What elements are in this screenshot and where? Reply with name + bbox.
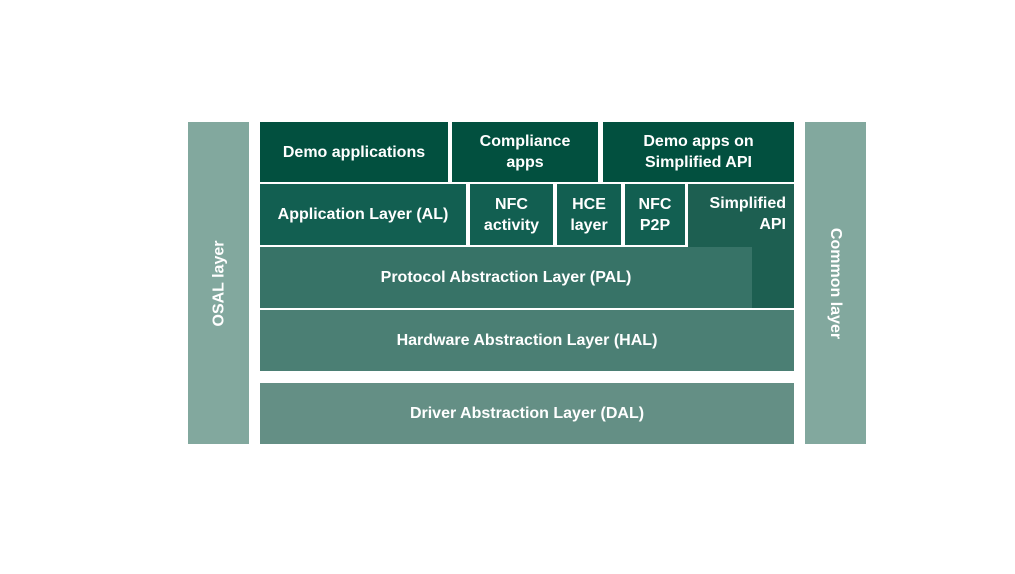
osal-layer-label: OSAL layer [210, 240, 227, 326]
protocol-abstraction-layer-label: Protocol Abstraction Layer (PAL) [380, 269, 632, 286]
driver-abstraction-layer-label: Driver Abstraction Layer (DAL) [409, 405, 645, 422]
demo-apps-simplified-api-label: Demo apps on Simplified API [643, 133, 754, 171]
nfc-p2p-label: NFC P2P [638, 195, 672, 234]
osal-layer-block: OSAL layer [188, 122, 249, 444]
common-layer-block: Common layer [805, 122, 866, 444]
hce-layer-label: HCE layer [570, 195, 608, 234]
hardware-abstraction-layer-label: Hardware Abstraction Layer (HAL) [396, 332, 658, 349]
simplified-api-label: Simplified API [709, 195, 786, 233]
protocol-abstraction-layer-block: Protocol Abstraction Layer (PAL) [260, 247, 752, 308]
nfc-activity-block: NFC activity [470, 184, 553, 245]
nfc-activity-label: NFC activity [483, 195, 540, 234]
compliance-apps-label: Compliance apps [479, 133, 571, 171]
demo-applications-block: Demo applications [260, 122, 448, 182]
hardware-abstraction-layer-block: Hardware Abstraction Layer (HAL) [260, 310, 794, 371]
driver-abstraction-layer-block: Driver Abstraction Layer (DAL) [260, 383, 794, 444]
application-layer-block: Application Layer (AL) [260, 184, 466, 245]
compliance-apps-block: Compliance apps [452, 122, 598, 182]
demo-apps-simplified-api-block: Demo apps on Simplified API [603, 122, 794, 182]
hce-layer-block: HCE layer [557, 184, 621, 245]
application-layer-label: Application Layer (AL) [277, 206, 449, 223]
nfc-p2p-block: NFC P2P [625, 184, 685, 245]
common-layer-label: Common layer [827, 227, 845, 339]
demo-applications-label: Demo applications [282, 143, 426, 161]
